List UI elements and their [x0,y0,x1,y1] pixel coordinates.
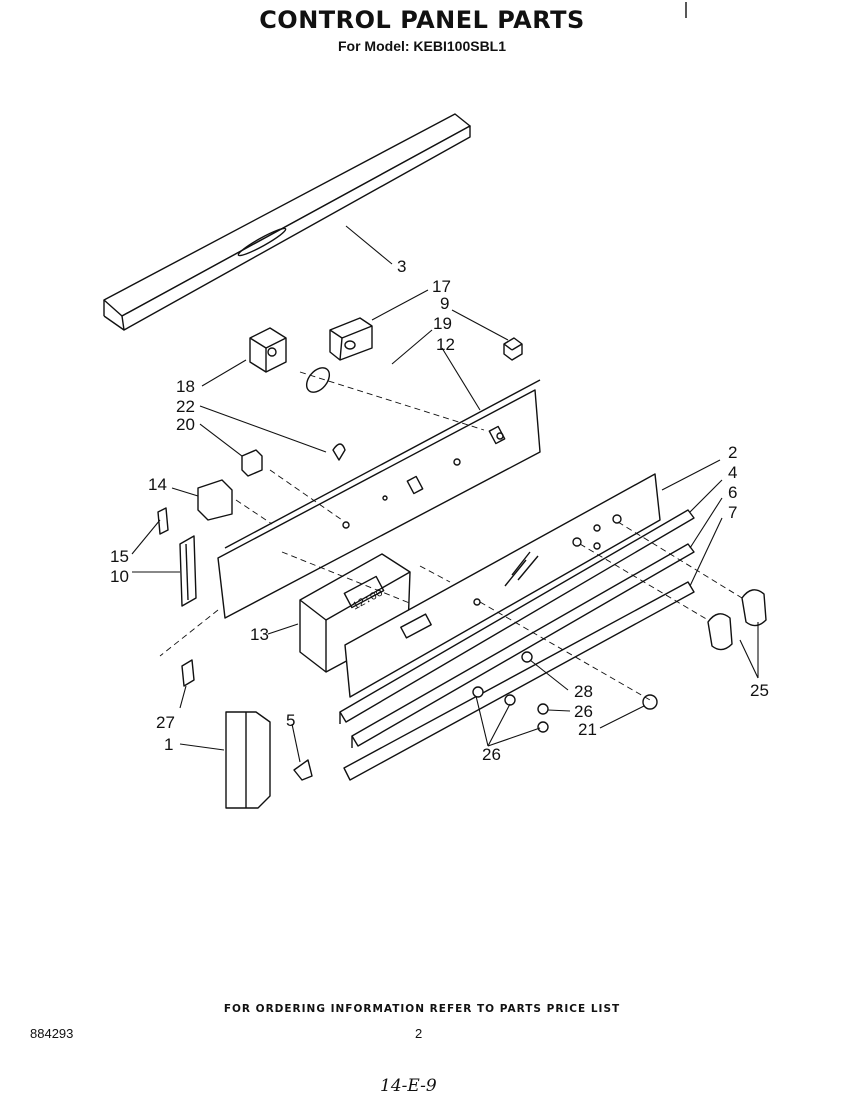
callout-label: 26 [482,745,501,764]
part-front-panel [344,473,661,698]
callout-label: 7 [728,503,737,522]
page-title: CONTROL PANEL PARTS [259,6,585,34]
part-washer-28 [521,651,533,663]
callout-label: 4 [728,463,737,482]
callout-label: 28 [574,682,593,701]
leader-lines [131,225,759,763]
callout-label: 17 [432,277,451,296]
callout-label: 1 [164,735,173,754]
part-spacer-26a [537,703,549,715]
callout-label: 26 [574,702,593,721]
part-top-trim [103,113,471,331]
callout-label: 9 [440,294,449,313]
part-bracket-5 [293,759,313,781]
projection-lines [159,371,743,701]
part-side-bracket-15 [157,507,169,535]
callout-label: 22 [176,397,195,416]
callout-label: 27 [156,713,175,732]
ordering-note: FOR ORDERING INFORMATION REFER TO PARTS … [223,1003,621,1015]
callout-label: 21 [578,720,597,739]
part-clip [503,337,523,361]
part-spacer-26d [504,694,516,706]
part-end-cap [225,711,271,809]
model-subtitle: For Model: KEBI100SBL1 [337,38,507,54]
part-knobs [707,589,767,651]
part-trim-rails [339,509,695,781]
callout-label: 5 [286,711,295,730]
document-number: 884293 [30,1026,74,1041]
callout-label: 12 [436,335,455,354]
callout-label: 2 [728,443,737,462]
part-switch [329,317,373,361]
callout-label: 14 [148,475,167,494]
callout-label: 6 [728,483,737,502]
part-coil [305,367,331,393]
callout-labels: 3 17 9 19 12 18 22 20 2 4 6 7 14 15 10 1… [110,257,769,764]
part-small-bracket [241,443,346,477]
page-number: 2 [415,1026,423,1041]
part-spacer-26b [537,721,549,733]
callout-label: 25 [750,681,769,700]
callout-label: 13 [250,625,269,644]
part-spacer-26c [472,686,484,698]
part-side-bracket-10 [179,535,197,607]
handwritten-note: 14-E-9 [380,1076,437,1096]
part-control-board [217,379,541,619]
part-clip-27 [181,659,195,687]
callout-label: 10 [110,567,129,586]
part-bracket-14 [197,479,233,521]
part-relay [249,327,287,373]
callout-label: 19 [433,314,452,333]
callout-label: 18 [176,377,195,396]
callout-label: 3 [397,257,406,276]
callout-label: 20 [176,415,195,434]
callout-label: 15 [110,547,129,566]
